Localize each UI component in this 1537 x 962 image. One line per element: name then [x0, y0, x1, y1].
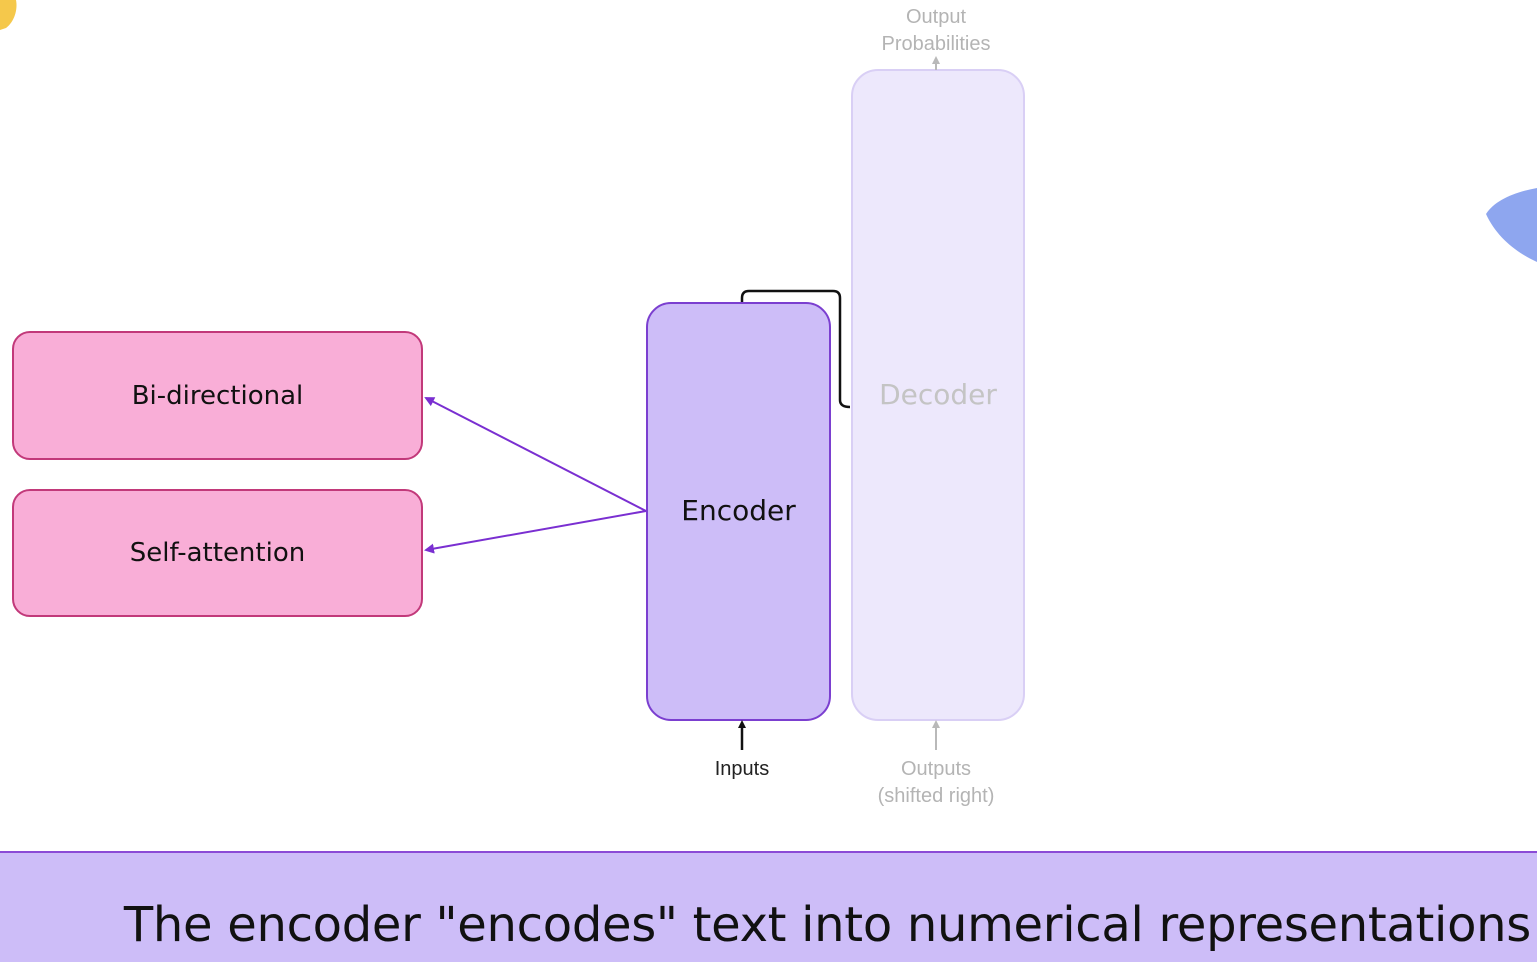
edge-decoration-icon [1486, 188, 1537, 262]
arrow-to-self-attention [424, 510, 647, 554]
outputs-label-line2: (shifted right) [877, 785, 995, 807]
inputs-label: Inputs [714, 758, 770, 780]
arrow-to-bi-directional [424, 397, 647, 512]
bi-directional-box: Bi-directional [12, 331, 423, 460]
output-probabilities-line1: Output [905, 6, 967, 28]
bi-directional-label: Bi-directional [131, 380, 304, 411]
encoder-label: Encoder [681, 494, 796, 527]
decoder-label: Decoder [879, 378, 997, 411]
self-attention-label: Self-attention [129, 538, 306, 568]
encoder-decoder-connector [740, 289, 851, 409]
self-attention-box: Self-attention [12, 489, 423, 617]
corner-decoration-icon [0, 0, 17, 30]
caption-text: The encoder "encodes" text into numerica… [123, 897, 1531, 953]
output-probabilities-line2: Probabilities [881, 33, 991, 55]
outputs-label-line1: Outputs [900, 758, 972, 780]
caption-bar: The encoder "encodes" text into numerica… [0, 851, 1537, 962]
